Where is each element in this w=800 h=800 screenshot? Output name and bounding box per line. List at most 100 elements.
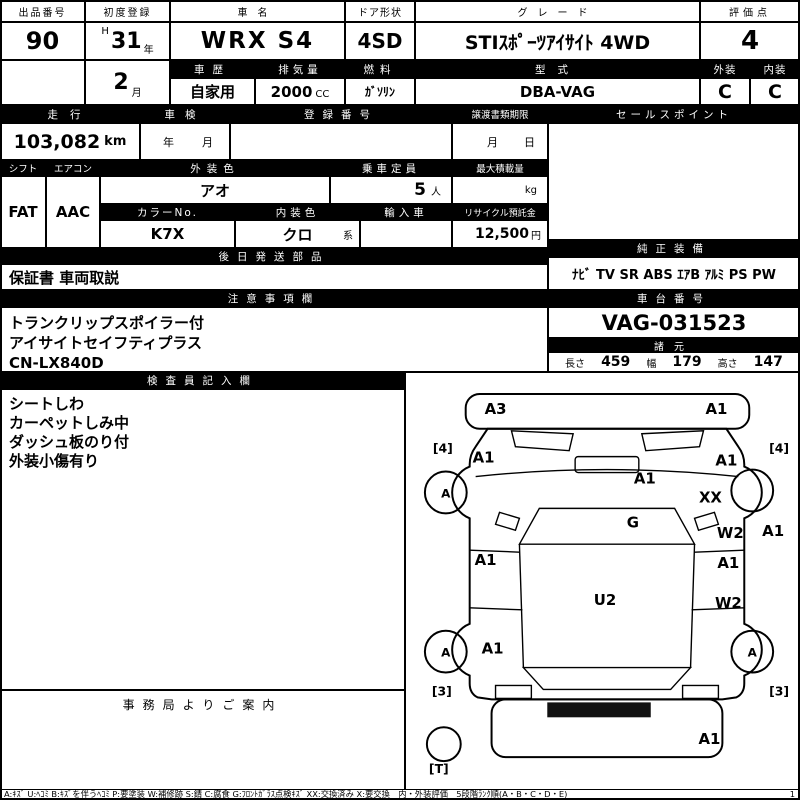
interior-color-unit: 系 (343, 230, 353, 242)
height-label: 高さ (717, 358, 738, 370)
tail-light-right (681, 684, 720, 700)
door-shape-value: 4SD (345, 22, 415, 60)
car-name-value: WRX S4 (170, 22, 345, 60)
rear-bumper (490, 698, 724, 759)
transfer-month-unit: 月 (487, 135, 498, 149)
max-load-label: 最大積載量 (452, 160, 548, 176)
door-seam-right-front (694, 549, 745, 553)
rear-window (521, 666, 693, 691)
sales-point-box (548, 123, 800, 240)
spare-tire (425, 726, 462, 763)
history-value: 自家用 (170, 78, 255, 105)
model-label: 型式 (415, 60, 700, 78)
reg-month-value: 2 (113, 70, 129, 95)
shift-value: FAT (0, 176, 46, 248)
car-body-outline (451, 427, 763, 701)
reg-year-value: 31 (110, 28, 142, 54)
aircon-value: AAC (46, 176, 100, 248)
damage-code-T: [T] (429, 761, 449, 776)
later-parts-label: 後日発送部品 (0, 248, 548, 264)
text-line: カーペットしみ中 (9, 414, 130, 432)
mileage-unit: km (104, 134, 127, 149)
exterior-grade-value: C (700, 78, 750, 105)
damage-code-A: A (441, 486, 451, 500)
damage-code-3: [3] (432, 683, 452, 698)
text-line: シートしわ (9, 395, 85, 413)
aircon-label: エアコン (46, 160, 100, 176)
notice-label: 注意事項欄 (0, 290, 548, 307)
exterior-grade-label: 外装 (700, 60, 750, 78)
fuel-label: 燃料 (345, 60, 415, 78)
exterior-color-value: アオ (100, 176, 330, 204)
dimensions-label: 諸元 (548, 338, 800, 352)
inspection-month-unit: 月 (202, 135, 213, 149)
cabin-side-left (518, 544, 525, 668)
damage-code-4: [4] (433, 441, 453, 456)
grade-label: グレード (415, 0, 700, 22)
displacement-cell: 2000 CC (255, 78, 345, 105)
damage-code-A1: A1 (634, 469, 656, 487)
capacity-unit: 人 (431, 186, 441, 198)
page-number: 1 (789, 788, 795, 799)
wheel-rear-right (730, 629, 775, 674)
damage-code-A1: A1 (482, 640, 504, 658)
damage-code-legend: A:ｷｽﾞ U:ﾍｺﾐ B:ｷｽﾞを伴うﾍｺﾐ P:要塗装 W:補修跡 S:錆 … (0, 789, 800, 799)
length-value: 459 (601, 354, 631, 370)
import-cell (360, 220, 452, 248)
damage-code-A3: A3 (485, 400, 507, 418)
mirror-left (494, 511, 521, 532)
front-bumper (464, 392, 751, 430)
equipment-value: ﾅﾋﾞ TV SR ABS ｴｱB ｱﾙﾐ PS PW (548, 257, 800, 290)
damage-code-G: G (627, 513, 639, 531)
inspector-notes-box: シートしわカーペットしみ中ダッシュ板のり付外装小傷有り (0, 389, 405, 690)
recycle-deposit-cell: 12,500 円 (452, 220, 548, 248)
inspection-label: 車検 (140, 105, 230, 123)
legend-text: A:ｷｽﾞ U:ﾍｺﾐ B:ｷｽﾞを伴うﾍｺﾐ P:要塗装 W:補修跡 S:錆 … (4, 788, 568, 799)
inspector-notes-label: 検査員記入欄 (0, 372, 405, 389)
recycle-deposit-unit: 円 (531, 230, 541, 242)
color-no-label: カラーNo. (100, 204, 235, 220)
door-seam-left-front (469, 549, 520, 553)
interior-color-label: 内装色 (235, 204, 360, 220)
width-label: 幅 (646, 358, 657, 370)
month-unit: 月 (131, 88, 142, 99)
office-info-box: 事務局よりご案内 (0, 690, 405, 790)
chassis-no-label: 車台番号 (548, 290, 800, 307)
mileage-cell: 103,082 km (0, 123, 140, 160)
first-reg-year-cell: H 31 年 (85, 22, 170, 60)
displacement-label: 排気量 (255, 60, 345, 78)
inspection-year-unit: 年 (163, 135, 174, 149)
damage-code-W2: W2 (715, 594, 742, 612)
recycle-deposit-label: リサイクル預託金 (452, 204, 548, 220)
first-reg-label: 初度登録 (85, 0, 170, 22)
cabin-side-right (689, 544, 696, 668)
capacity-label: 乗車定員 (330, 160, 452, 176)
damage-code-W2: W2 (717, 524, 744, 542)
damage-code-A1: A1 (473, 449, 495, 467)
empty-cell (0, 60, 85, 105)
text-line: トランクリップスポイラー付 (9, 314, 205, 332)
auction-no-value: 90 (0, 22, 85, 60)
damage-code-A1: A1 (762, 522, 784, 540)
text-line: ダッシュ板のり付 (9, 433, 130, 451)
windshield (518, 507, 696, 545)
first-reg-month-cell: 2 月 (85, 60, 170, 105)
transfer-day-unit: 日 (524, 135, 535, 149)
capacity-value: 5 (414, 180, 426, 200)
displacement-unit: CC (315, 89, 330, 100)
rear-garnish (547, 702, 651, 718)
chassis-no-value: VAG-031523 (548, 307, 800, 338)
later-parts-value: 保証書 車両取説 (0, 264, 548, 290)
damage-code-A: A (748, 646, 758, 660)
damage-code-XX: XX (699, 488, 722, 506)
wheel-front-left (423, 470, 468, 515)
wheel-rear-left (423, 629, 468, 674)
score-value: 4 (700, 22, 800, 60)
office-info-label: 事務局よりご案内 (122, 698, 283, 712)
mileage-label: 走行 (0, 105, 140, 123)
interior-color-cell: クロ 系 (235, 220, 360, 248)
